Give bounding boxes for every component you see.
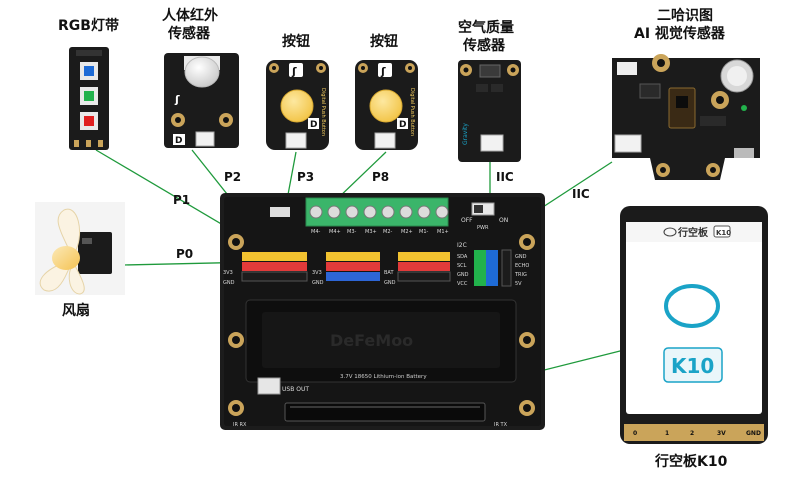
k10-header-badge: K10 xyxy=(716,229,731,237)
label-iic-air: IIC xyxy=(496,170,514,184)
button-a-title: 按钮 xyxy=(282,34,310,50)
pir-d-mark: D xyxy=(175,136,182,146)
led-red xyxy=(84,116,94,126)
pin-row-label: BAT xyxy=(384,270,394,276)
usb-out-label: USB OUT xyxy=(282,386,309,393)
pin-row-label: SDA xyxy=(457,254,468,260)
label-p8: P8 xyxy=(372,170,389,184)
pin-row-label: 5V xyxy=(515,281,522,287)
motor-pin-label: M4+ xyxy=(329,229,341,235)
button-module-a: ʃ Digital Push Button D xyxy=(266,60,329,150)
button-a-caption: Digital Push Button xyxy=(320,88,326,136)
switch-off-label: OFF xyxy=(461,217,473,224)
motor-pin-label: M3+ xyxy=(365,229,377,235)
motor-pin-label: M1- xyxy=(419,229,428,235)
battery-label: 3.7V 18650 Lithium-ion Battery xyxy=(340,374,427,380)
ai-title-line1: 二哈识图 xyxy=(657,8,713,24)
k10-edge-pins: 0 1 2 3V GND xyxy=(624,424,764,441)
ai-title-line2: AI 视觉传感器 xyxy=(634,26,725,42)
ir-rx-label: IR RX xyxy=(233,422,247,428)
pin-row-label: GND xyxy=(457,272,469,278)
air-quality-sensor-module: Gravity xyxy=(458,60,521,162)
motor-pin-label: M3- xyxy=(347,229,356,235)
brand-emboss: DeFeMoo xyxy=(330,331,413,350)
battery-holder: DeFeMoo 3.7V 18650 Lithium-ion Battery xyxy=(245,299,517,383)
pin-header-mid: 3V3 GND xyxy=(312,252,380,286)
k10-logo-icon xyxy=(664,284,720,328)
svg-text:ʃ: ʃ xyxy=(291,65,297,78)
svg-text:ʃ: ʃ xyxy=(174,93,180,106)
fan-title: 风扇 xyxy=(62,303,90,319)
button-a-d-mark: D xyxy=(310,120,317,130)
pin-row-label: 3V3 xyxy=(312,270,322,276)
motor-pin-label: M2- xyxy=(383,229,392,235)
pwr-label: PWR xyxy=(477,225,489,231)
pin-header-right: GND ECHO TRIG 5V xyxy=(501,249,529,287)
k10-header-logo-icon xyxy=(663,227,677,237)
motor-pin-label: M1+ xyxy=(437,229,449,235)
pir-title-line1: 人体红外 xyxy=(162,8,218,24)
pin-row-label: SCL xyxy=(457,263,467,269)
gravity-mark: Gravity xyxy=(462,123,469,145)
pin-row-label: GND xyxy=(384,280,396,286)
i2c-header-label: I2C xyxy=(457,242,467,249)
label-p1: P1 xyxy=(173,193,190,207)
pin-header-i2c: I2C SDA SCL GND VCC xyxy=(457,242,498,287)
header-yellow-row xyxy=(242,252,307,261)
ai-vision-sensor-module xyxy=(612,54,760,180)
k10-board: 行空板 K10 K10 0 1 2 3V GND xyxy=(620,206,768,444)
led-blue xyxy=(84,66,94,76)
ir-tx-label: IR TX xyxy=(494,422,508,428)
k10-logo-text: K10 xyxy=(671,354,714,378)
k10-pin-label: 1 xyxy=(665,430,669,437)
pin-row-label: GND xyxy=(223,280,235,286)
pin-header-bat: BAT GND xyxy=(384,252,451,286)
label-p2: P2 xyxy=(224,170,241,184)
connection-labels: P0 P1 P2 P3 P8 IIC IIC xyxy=(173,170,590,261)
button-b-title: 按钮 xyxy=(370,34,398,50)
motor-pin-label: M2+ xyxy=(401,229,413,235)
k10-title: 行空板K10 xyxy=(655,454,728,470)
pir-title-line2: 传感器 xyxy=(168,26,210,42)
pin-row-label: VCC xyxy=(457,281,468,287)
motor-terminal-block xyxy=(305,197,449,227)
switch-on-label: ON xyxy=(499,217,508,224)
k10-header-text: 行空板 xyxy=(677,226,709,239)
k10-pin-label: GND xyxy=(746,430,761,437)
label-p0: P0 xyxy=(176,247,193,261)
expansion-board: M4- M4+ M3- M3+ M2- M2+ M1- M1+ OFF ON P… xyxy=(220,193,545,430)
pin-row-label: ECHO xyxy=(515,263,529,269)
k10-pin-label: 0 xyxy=(633,430,637,437)
motor-pin-label: M4- xyxy=(311,229,320,235)
pir-sensor-module: ʃ D xyxy=(164,53,239,148)
led-green xyxy=(84,91,94,101)
pin-row-label: TRIG xyxy=(514,272,527,278)
button-module-b: ʃ Digital Push Button D xyxy=(355,60,418,150)
rgb-strip-module xyxy=(69,47,109,150)
button-b-caption: Digital Push Button xyxy=(409,88,415,136)
k10-pin-label: 3V xyxy=(717,430,726,437)
motor-pin-labels: M4- M4+ M3- M3+ M2- M2+ M1- M1+ xyxy=(311,229,449,235)
pin-row-label: GND xyxy=(515,254,527,260)
rgb-strip-title: RGB灯带 xyxy=(58,18,119,34)
pin-row-label: GND xyxy=(312,280,324,286)
air-title-line1: 空气质量 xyxy=(458,20,514,36)
pin-row-label: 3V3 xyxy=(223,270,233,276)
fan-module xyxy=(35,202,125,295)
svg-text:ʃ: ʃ xyxy=(380,65,386,78)
pin-header-left: 3V3 GND xyxy=(223,252,308,286)
air-title-line2: 传感器 xyxy=(463,38,505,54)
label-p3: P3 xyxy=(297,170,314,184)
k10-pin-label: 2 xyxy=(690,430,694,437)
button-b-d-mark: D xyxy=(399,120,406,130)
label-iic-ai: IIC xyxy=(572,187,590,201)
